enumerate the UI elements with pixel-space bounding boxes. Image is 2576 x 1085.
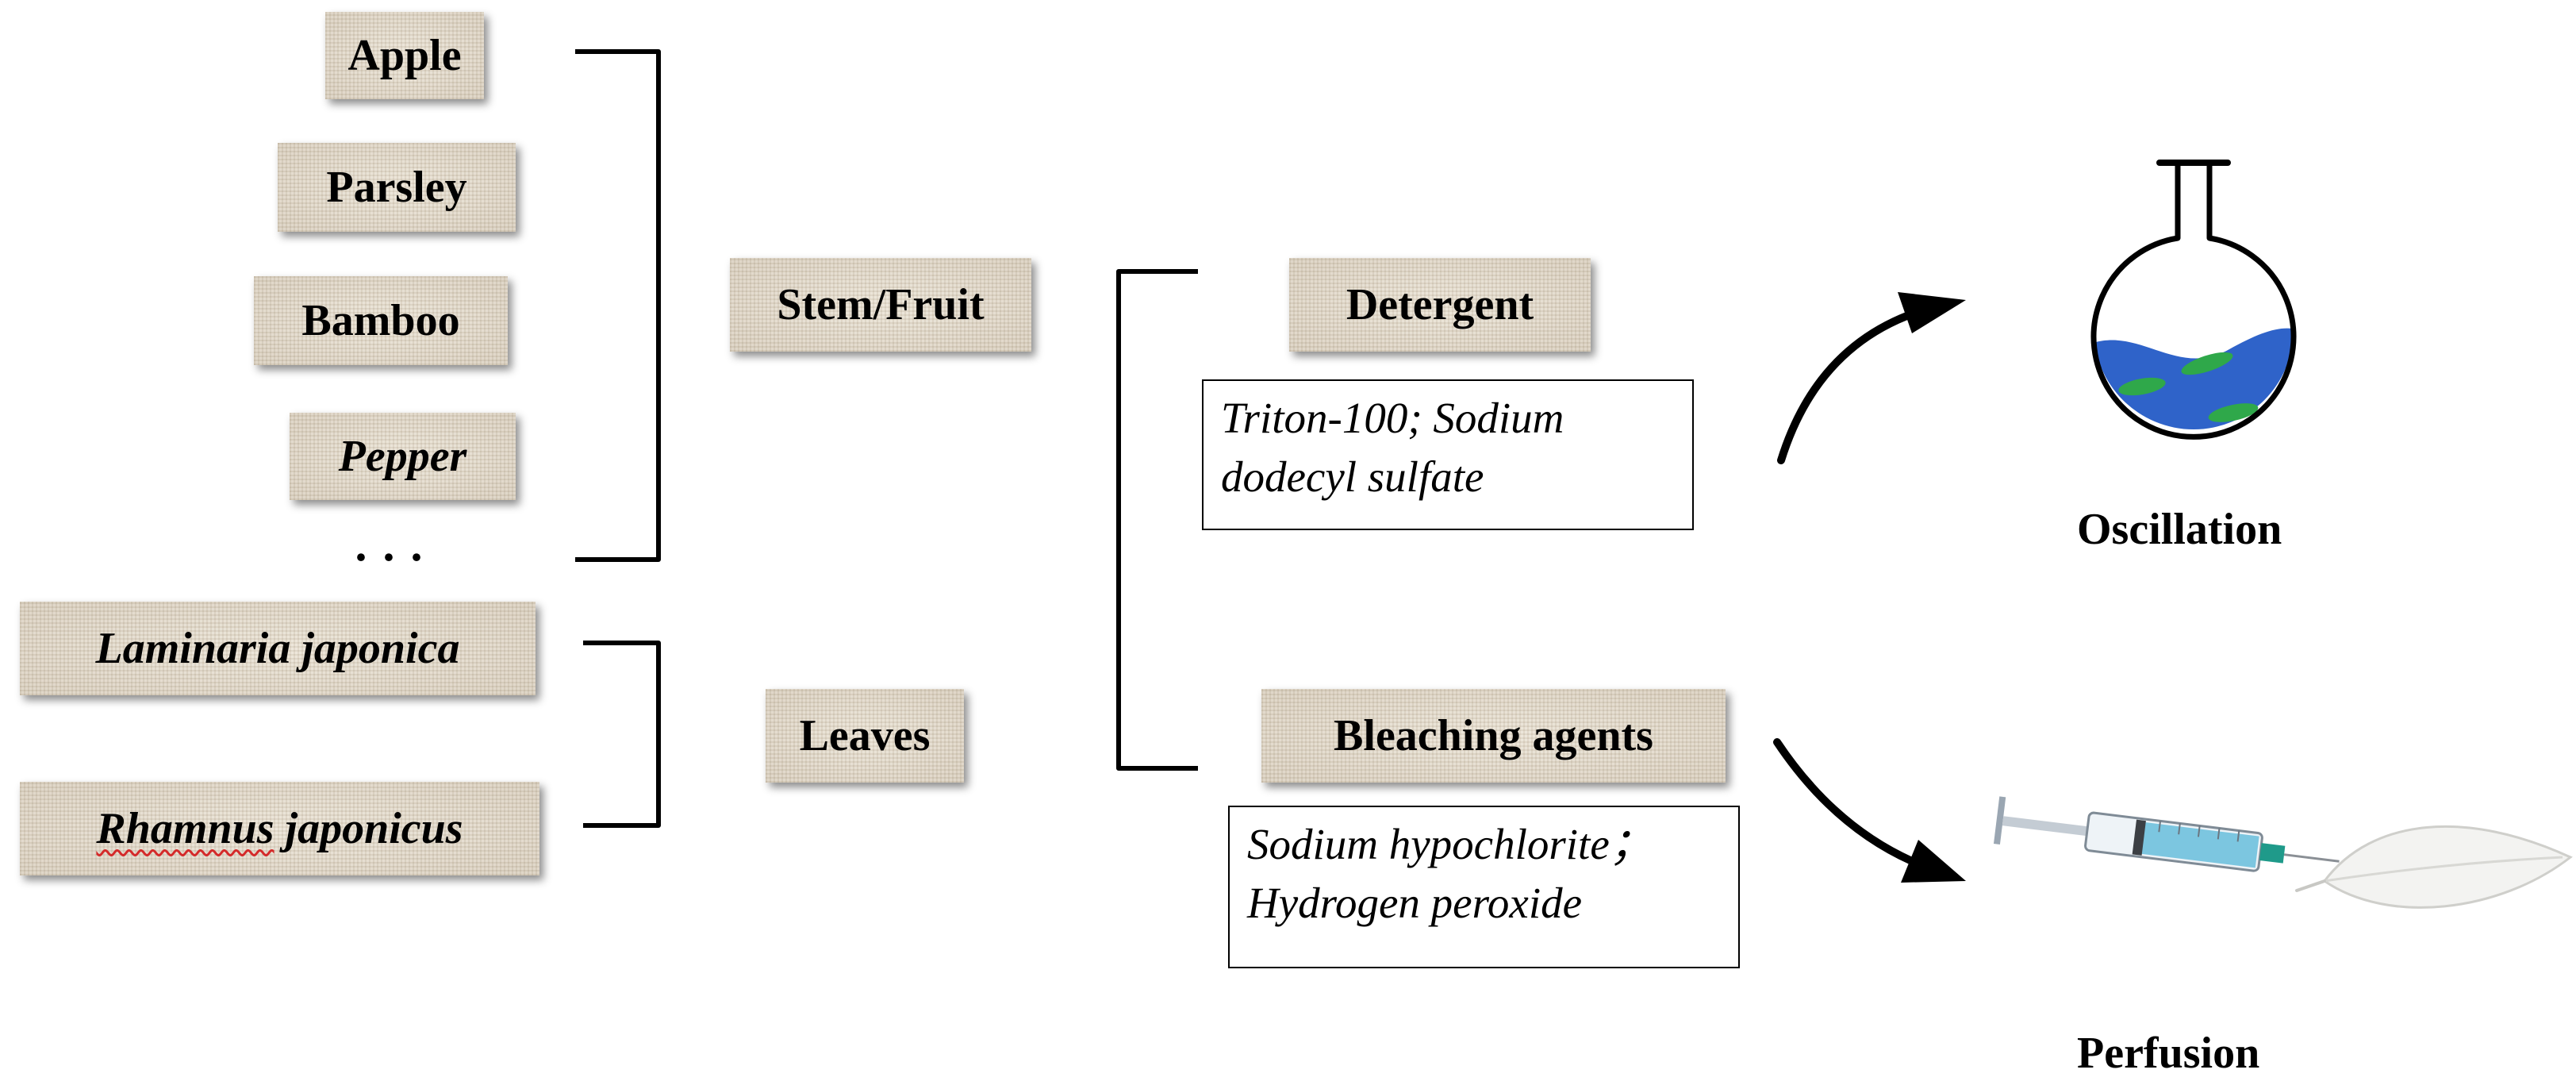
detergent-examples-line-1: Triton-100; Sodium bbox=[1221, 394, 1564, 442]
source-rhamnus-japonicus: Rhamnus japonicus bbox=[20, 782, 539, 875]
source-rhamnus-japonicus-text: Rhamnus japonicus bbox=[96, 803, 463, 854]
syringe-plunger-rod bbox=[2002, 816, 2090, 837]
category-stem-fruit-text: Stem/Fruit bbox=[777, 280, 985, 329]
arrow-to-perfusion bbox=[1773, 738, 1916, 865]
bleaching-examples-line-1: Sodium hypochlorite； bbox=[1247, 820, 1653, 868]
source-apple: Apple bbox=[325, 12, 484, 99]
leaf-midrib bbox=[2324, 856, 2563, 883]
round-bottom-flask-icon bbox=[2090, 160, 2297, 440]
syringe-liquid bbox=[2140, 821, 2259, 868]
syringe-plunger-end bbox=[1993, 796, 2006, 845]
method-bleaching-agents: Bleaching agents bbox=[1261, 689, 1726, 783]
source-pepper: Pepper bbox=[290, 413, 516, 500]
detergent-examples-box: Triton-100; Sodium dodecyl sulfate bbox=[1202, 379, 1694, 530]
method-bleaching-agents-text: Bleaching agents bbox=[1334, 711, 1653, 760]
source-bamboo-text: Bamboo bbox=[301, 296, 460, 345]
source-parsley: Parsley bbox=[278, 143, 516, 232]
leaf-stem bbox=[2295, 879, 2326, 892]
rhamnus-species-text: japonicus bbox=[274, 804, 463, 853]
more-sources-ellipsis: · · · bbox=[353, 531, 425, 583]
syringe-stopper bbox=[2132, 819, 2146, 856]
outcome-oscillation-label: Oscillation bbox=[2077, 505, 2282, 554]
source-laminaria-japonica: Laminaria japonica bbox=[20, 602, 536, 695]
arrow-to-perfusion-head bbox=[1901, 840, 1966, 883]
syringe-icon bbox=[1993, 796, 2340, 872]
syringe-needle bbox=[2283, 853, 2340, 863]
source-bamboo: Bamboo bbox=[254, 276, 508, 365]
flask-leaf-1 bbox=[2118, 377, 2166, 396]
bleaching-examples-box: Sodium hypochlorite； Hydrogen peroxide bbox=[1228, 806, 1740, 968]
rhamnus-genus-text: Rhamnus bbox=[96, 804, 274, 853]
method-detergent-text: Detergent bbox=[1346, 280, 1534, 329]
flask-leaf-2 bbox=[2181, 352, 2233, 375]
bracket-leaf-sources bbox=[583, 641, 661, 828]
category-stem-fruit: Stem/Fruit bbox=[730, 258, 1031, 352]
flask-leaf-3 bbox=[2208, 403, 2259, 422]
bracket-stem-fruit-sources bbox=[575, 49, 661, 562]
outcome-perfusion-label: Perfusion bbox=[2077, 1029, 2260, 1078]
syringe-hub bbox=[2259, 843, 2286, 864]
category-leaves-text: Leaves bbox=[799, 711, 931, 760]
source-parsley-text: Parsley bbox=[326, 163, 467, 212]
bleaching-examples-line-2: Hydrogen peroxide bbox=[1247, 879, 1583, 927]
bracket-methods bbox=[1116, 269, 1198, 771]
category-leaves: Leaves bbox=[766, 689, 964, 783]
leaf-blade bbox=[2322, 825, 2573, 909]
leaf-icon bbox=[2295, 825, 2573, 909]
method-detergent: Detergent bbox=[1289, 258, 1591, 352]
source-apple-text: Apple bbox=[347, 31, 462, 80]
arrow-to-oscillation bbox=[1777, 307, 1924, 464]
source-laminaria-japonica-text: Laminaria japonica bbox=[95, 624, 460, 673]
flask-outline bbox=[2090, 163, 2297, 440]
source-pepper-text: Pepper bbox=[338, 432, 467, 481]
arrow-to-oscillation-head bbox=[1898, 292, 1966, 333]
detergent-examples-line-2: dodecyl sulfate bbox=[1221, 452, 1484, 501]
